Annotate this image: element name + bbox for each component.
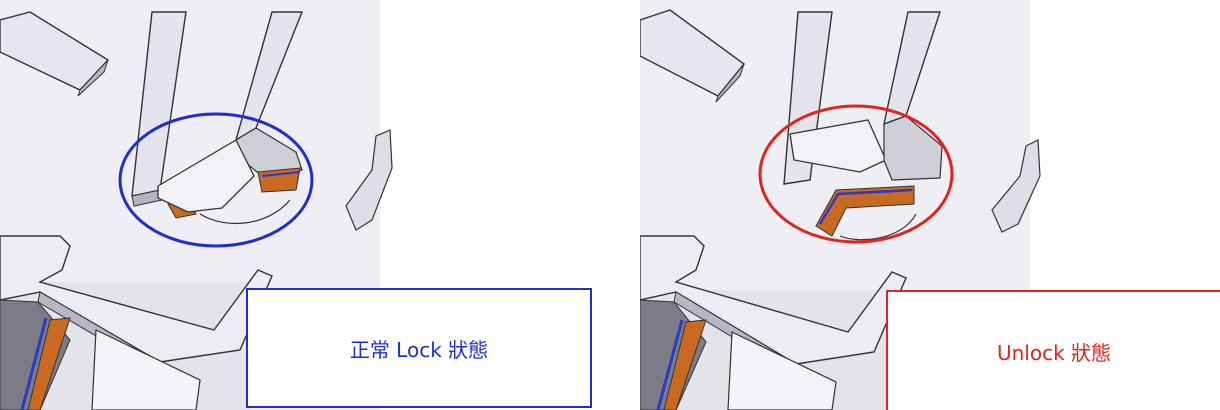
normal-lock-cad-render	[0, 0, 393, 410]
normal-lock-label: 正常 Lock 狀態	[349, 337, 489, 362]
normal-lock-panel: 正常 Lock 狀態	[0, 0, 592, 410]
unlock-panel: Unlock 狀態	[640, 0, 1220, 410]
unlock-label-box: Unlock 狀態	[886, 290, 1220, 410]
unlock-label: Unlock 狀態	[996, 340, 1112, 365]
normal-lock-label-box: 正常 Lock 狀態	[246, 288, 592, 408]
